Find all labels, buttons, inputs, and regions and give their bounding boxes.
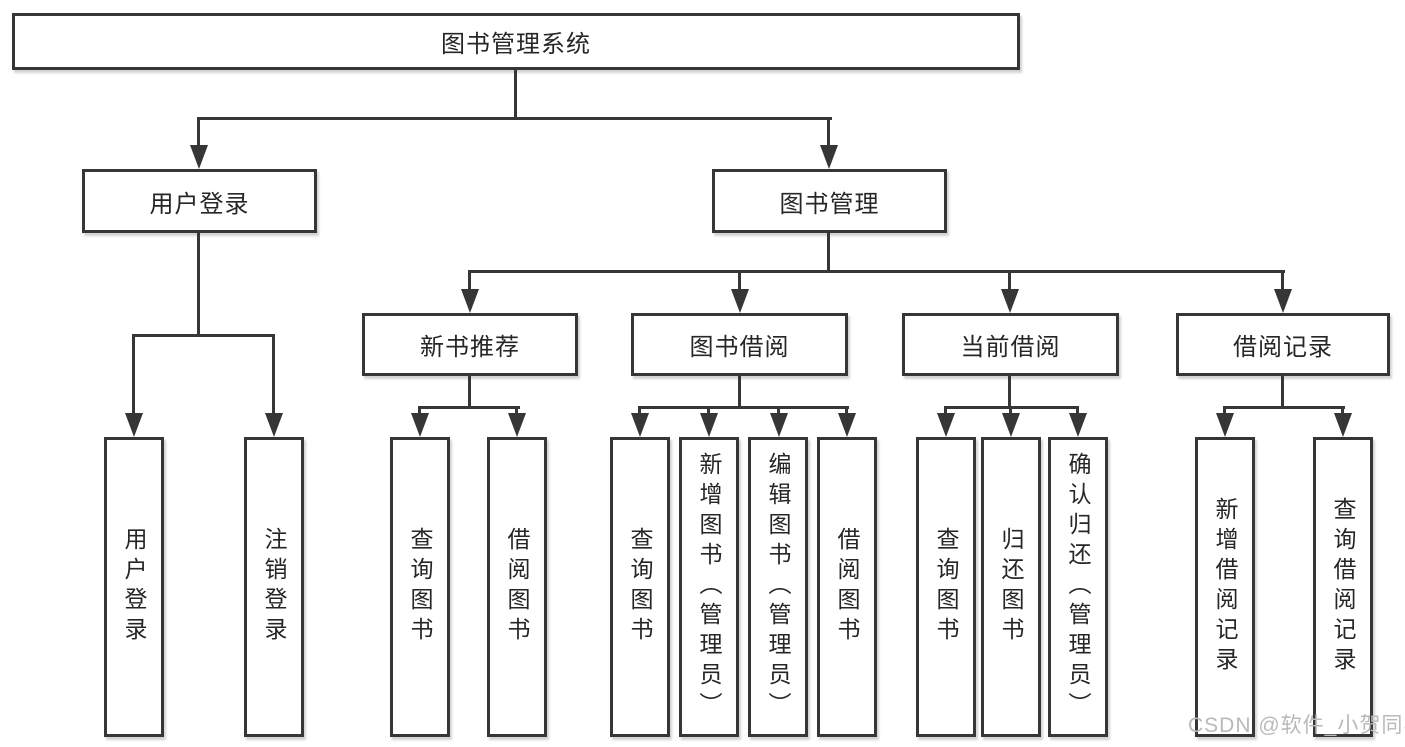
connector-new-book-rail — [418, 406, 520, 409]
connector-new-book-stem — [468, 376, 471, 409]
node-label: 借阅记录 — [1233, 334, 1333, 361]
connector-to-user-login — [197, 117, 200, 147]
node-leaf-borrow-books: 借阅图书 — [817, 437, 877, 737]
node-new-book-recommend: 新书推荐 — [362, 313, 578, 376]
connector-book-mgmt-stem — [827, 233, 830, 273]
node-label: 新书推荐 — [420, 334, 520, 361]
node-label: 确认归还（管理员） — [1065, 452, 1091, 722]
arrow-down-icon — [770, 413, 788, 437]
node-leaf-return-book: 归还图书 — [981, 437, 1041, 737]
csdn-watermark: CSDN @软件_小贺同学 — [1188, 714, 1405, 737]
node-leaf-query-books-recommend: 查询图书 — [390, 437, 450, 737]
connector-leaf-stem — [1223, 406, 1226, 418]
node-label: 图书借阅 — [689, 334, 790, 361]
node-label: 图书管理 — [779, 190, 880, 218]
arrow-down-icon — [838, 413, 856, 437]
node-label: 编辑图书（管理员） — [765, 452, 791, 722]
node-label: 归还图书 — [998, 527, 1024, 647]
node-leaf-user-login: 用户登录 — [104, 437, 164, 737]
node-label: 查询图书 — [407, 527, 433, 647]
node-current-borrow: 当前借阅 — [902, 313, 1119, 376]
connector-borrow-records-stem — [1281, 376, 1284, 409]
connector-user-login-rail — [132, 334, 275, 337]
node-label: 借阅图书 — [834, 527, 860, 647]
arrow-down-icon — [1334, 413, 1352, 437]
node-leaf-logout: 注销登录 — [244, 437, 304, 737]
node-leaf-query-borrow-record: 查询借阅记录 — [1313, 437, 1373, 737]
connector-root-rail — [197, 117, 832, 120]
arrow-down-icon — [461, 289, 479, 313]
node-label: 借阅图书 — [504, 527, 530, 647]
arrow-down-icon — [411, 413, 429, 437]
node-label: 新增图书（管理员） — [696, 452, 722, 722]
arrow-down-icon — [1069, 413, 1087, 437]
connector-leaf-stem — [845, 406, 848, 418]
connector-leaf-stem — [944, 406, 947, 418]
node-label: 新增借阅记录 — [1212, 497, 1238, 677]
arrow-down-icon — [265, 413, 283, 437]
connector-to-current-borrow — [1008, 270, 1011, 292]
node-book-borrow: 图书借阅 — [631, 313, 848, 376]
connector-to-book-borrow — [738, 270, 741, 292]
arrow-down-icon — [820, 145, 838, 169]
connector-leaf-stem — [515, 406, 518, 418]
connector-leaf-stem — [638, 406, 641, 418]
connector-leaf-stem — [1009, 406, 1012, 418]
node-label: 注销登录 — [261, 527, 287, 647]
arrow-down-icon — [937, 413, 955, 437]
connector-to-borrow-records — [1281, 270, 1284, 292]
node-leaf-query-books-current: 查询图书 — [916, 437, 976, 737]
arrow-down-icon — [1001, 289, 1019, 313]
arrow-down-icon — [731, 289, 749, 313]
arrow-down-icon — [700, 413, 718, 437]
connector-to-book-management — [827, 117, 830, 147]
connector-leaf-stem — [418, 406, 421, 418]
arrow-down-icon — [1002, 413, 1020, 437]
arrow-down-icon — [190, 145, 208, 169]
node-label: 用户登录 — [121, 527, 147, 647]
connector-book-mgmt-rail — [468, 270, 1285, 273]
connector-leaf-stem — [777, 406, 780, 418]
node-leaf-borrow-books-recommend: 借阅图书 — [487, 437, 547, 737]
arrow-down-icon — [631, 413, 649, 437]
arrow-down-icon — [1274, 289, 1292, 313]
node-book-management: 图书管理 — [712, 169, 947, 233]
node-leaf-confirm-return-admin: 确认归还（管理员） — [1048, 437, 1108, 737]
connector-leaf-stem — [707, 406, 710, 418]
arrow-down-icon — [125, 413, 143, 437]
node-leaf-query-books-borrow: 查询图书 — [610, 437, 670, 737]
connector-to-login-leaf — [132, 334, 135, 416]
node-leaf-edit-book-admin: 编辑图书（管理员） — [748, 437, 808, 737]
node-library-system: 图书管理系统 — [12, 13, 1020, 70]
node-label: 查询图书 — [933, 527, 959, 647]
connector-leaf-stem — [1076, 406, 1079, 418]
node-label: 图书管理系统 — [441, 31, 591, 58]
connector-root-stem — [514, 68, 517, 120]
connector-to-logout-leaf — [272, 334, 275, 416]
connector-leaf-stem — [1341, 406, 1344, 418]
node-label: 用户登录 — [149, 190, 250, 218]
node-leaf-add-borrow-record: 新增借阅记录 — [1195, 437, 1255, 737]
arrow-down-icon — [508, 413, 526, 437]
node-leaf-add-book-admin: 新增图书（管理员） — [679, 437, 739, 737]
connector-book-borrow-stem — [738, 376, 741, 409]
connector-book-borrow-rail — [638, 406, 849, 409]
connector-to-new-book — [468, 270, 471, 292]
connector-current-borrow-stem — [1008, 376, 1011, 409]
arrow-down-icon — [1216, 413, 1234, 437]
node-label: 当前借阅 — [960, 334, 1061, 361]
node-borrow-records: 借阅记录 — [1176, 313, 1390, 376]
connector-user-login-stem — [197, 233, 200, 337]
connector-borrow-records-rail — [1223, 406, 1345, 409]
node-label: 查询借阅记录 — [1330, 497, 1356, 677]
node-user-login: 用户登录 — [82, 169, 317, 233]
node-label: 查询图书 — [627, 527, 653, 647]
